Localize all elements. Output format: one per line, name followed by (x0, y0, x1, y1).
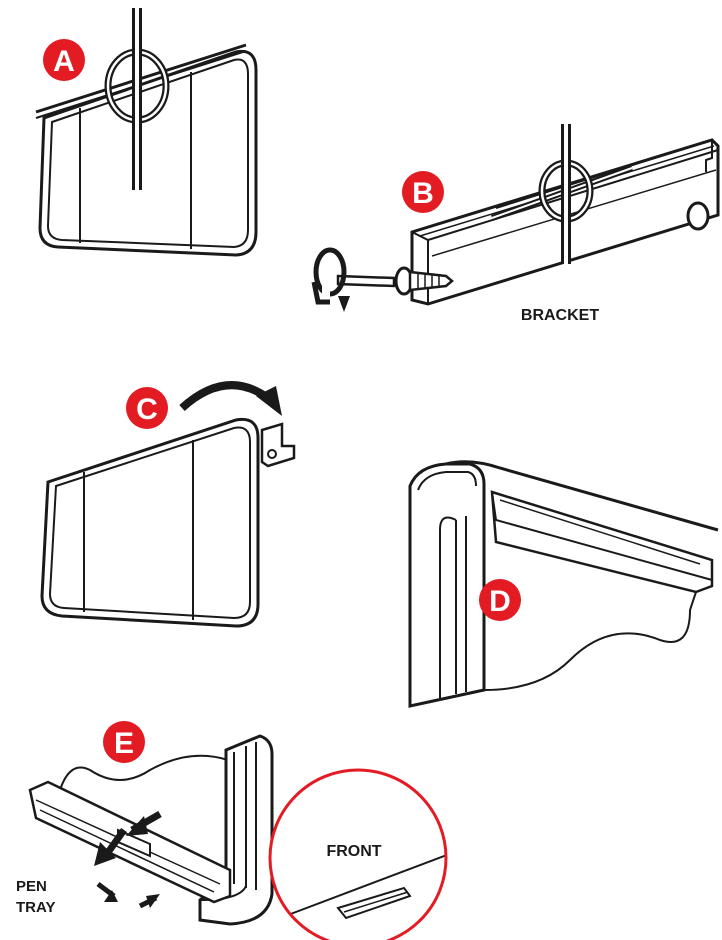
svg-text:E: E (114, 727, 134, 760)
push-arrow-icon (126, 810, 162, 836)
step-a-badge: A (43, 39, 85, 81)
step-d-badge: D (479, 579, 521, 621)
pen-tray (28, 780, 232, 904)
screw-icon (394, 266, 454, 296)
step-a-illustration: A (35, 8, 258, 257)
slide-arrow-left-icon (96, 882, 118, 902)
step-c-illustration: C (40, 381, 296, 628)
step-b-badge: B (402, 171, 444, 213)
step-d-illustration: D (408, 460, 719, 708)
front-label: FRONT (326, 843, 381, 860)
front-detail-callout: FRONT (268, 768, 448, 940)
svg-text:D: D (489, 585, 511, 618)
step-e-illustration: E PEN TRAY (16, 721, 274, 926)
svg-text:A: A (53, 45, 75, 78)
rotate-clockwise-icon (311, 247, 350, 312)
step-e-badge: E (103, 721, 145, 763)
level-crosshair-icon (104, 8, 170, 190)
hang-arrow-icon (179, 381, 282, 416)
insert-arrow-icon (94, 827, 127, 866)
pen-tray-label-line1: PEN (16, 878, 47, 895)
svg-text:B: B (412, 177, 434, 210)
step-c-badge: C (126, 387, 168, 429)
slide-arrow-right-icon (138, 894, 160, 909)
step-b-illustration: B BRACKET (311, 124, 720, 324)
svg-text:C: C (136, 393, 158, 426)
bracket-label: BRACKET (521, 307, 599, 324)
bracket-crosshair-icon (538, 124, 594, 264)
pen-tray-label-line2: TRAY (16, 899, 55, 916)
